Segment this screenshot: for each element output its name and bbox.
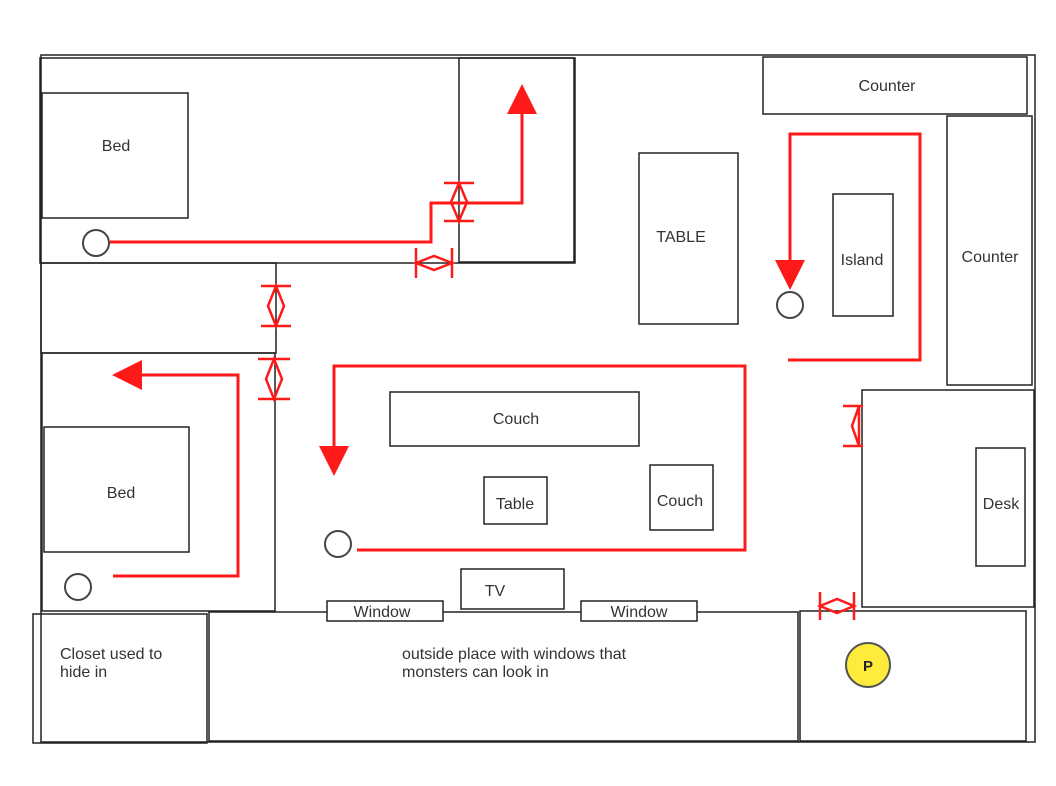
closet-label-line1: Closet used to — [60, 646, 162, 663]
path-living-room — [319, 364, 747, 552]
counter-right-label: Counter — [962, 249, 1020, 266]
bed-bottom-label: Bed — [107, 485, 135, 502]
outside-label-line1: outside place with windows that — [402, 646, 627, 663]
desk-label: Desk — [983, 496, 1020, 513]
office-room — [861, 389, 1035, 608]
tv-label: TV — [485, 583, 506, 600]
player-room — [799, 610, 1027, 742]
closet-label-line2: hide in — [60, 664, 107, 681]
kitchen-table — [638, 152, 739, 325]
kitchen-table-label: TABLE — [656, 229, 706, 246]
path-kitchen — [775, 132, 922, 362]
start-node-living-room — [324, 530, 352, 558]
outside-area — [208, 611, 799, 742]
tv — [460, 568, 565, 610]
door-office — [843, 404, 863, 448]
table-small — [483, 476, 548, 525]
bedroom-bottom: Bed — [41, 352, 276, 612]
bedroom-top-closet-wall — [458, 57, 575, 263]
start-node-bedroom-bottom — [64, 573, 92, 601]
hallway — [40, 262, 277, 354]
island-label: Island — [841, 252, 884, 269]
closet — [32, 613, 208, 744]
door-hallway-bottom — [258, 355, 290, 403]
bedroom-top: Bed — [39, 57, 576, 264]
window-right-label: Window — [611, 604, 668, 621]
desk — [975, 447, 1026, 567]
door-player-room — [816, 592, 858, 620]
path-bedroom-bottom — [112, 360, 240, 578]
path-bedroom-top — [110, 84, 537, 244]
bedroom-bottom-wall — [41, 352, 276, 612]
window-right — [580, 600, 698, 622]
start-node-kitchen — [776, 291, 804, 319]
bed-bottom — [43, 426, 190, 553]
bed-top-label: Bed — [102, 138, 130, 155]
island — [832, 193, 894, 317]
door-hallway-top — [261, 282, 291, 330]
couch-small — [649, 464, 714, 531]
couch-long — [389, 391, 640, 447]
door-bedroom-top-exit — [412, 248, 456, 278]
start-node-bedroom-top — [82, 229, 110, 257]
door-bedroom-top-closet — [444, 179, 474, 225]
player-label: P — [863, 658, 873, 675]
house-outline — [40, 54, 1036, 743]
counter-top-label: Counter — [859, 78, 917, 95]
bedroom-top-wall — [39, 57, 576, 264]
window-left-label: Window — [354, 604, 411, 621]
table-small-label: Table — [496, 496, 534, 513]
couch-small-label: Couch — [657, 493, 703, 510]
player-marker — [845, 642, 891, 688]
counter-right — [946, 115, 1033, 386]
couch-long-label: Couch — [493, 411, 539, 428]
outside-label-line2: monsters can look in — [402, 664, 549, 681]
counter-top — [762, 56, 1028, 115]
bed-top — [41, 92, 189, 219]
window-left — [326, 600, 444, 622]
